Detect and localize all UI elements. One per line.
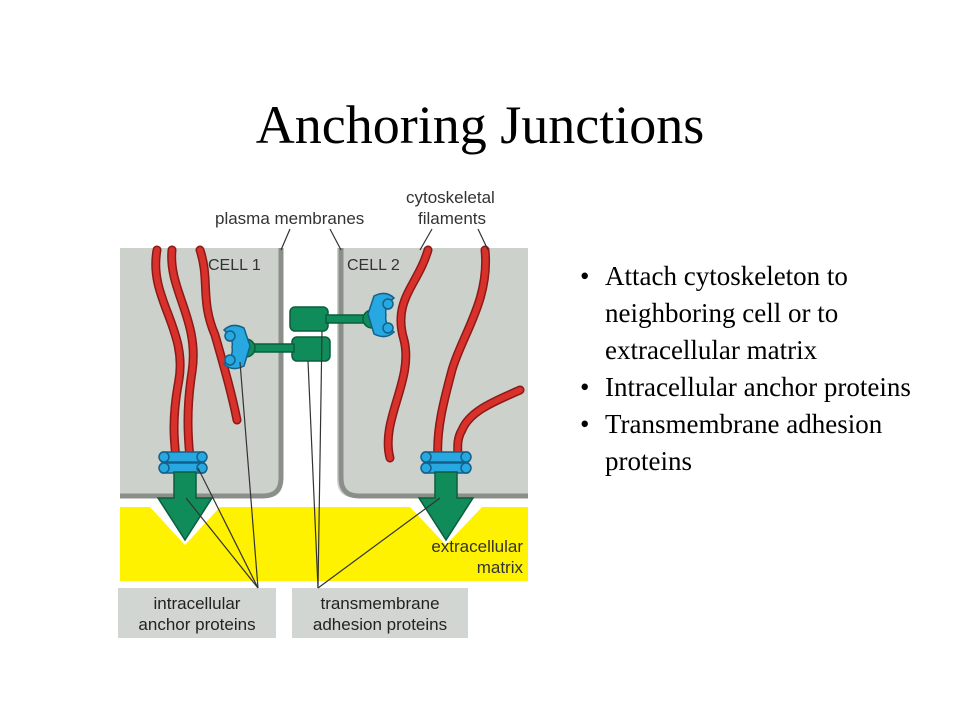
cytoskeletal-filaments-label-line1: cytoskeletal (406, 188, 495, 207)
filament-4 (385, 247, 431, 461)
anchor-proteins-label-box (118, 588, 276, 638)
adhesion-proteins-label-line2: adhesion proteins (313, 615, 447, 634)
bullet-item: Attach cytoskeleton to neighboring cell … (578, 258, 948, 369)
adhesion-protein-upper-body (289, 306, 329, 332)
slide-title: Anchoring Junctions (255, 95, 705, 155)
leader-lines (185, 228, 489, 589)
cytoskeletal-filaments (151, 245, 525, 463)
matrix-adhesion-arrow-right (417, 471, 475, 542)
extracellular-matrix-label-line1: extracellular (431, 537, 523, 556)
cell-1-label: CELL 1 (208, 257, 261, 274)
matrix-adhesion-arrow-left (156, 471, 214, 542)
anchor-proteins-matrix-left (158, 451, 208, 474)
bullet-item: Transmembrane adhesion proteins (578, 406, 948, 480)
anchor-proteins-cell-junction (222, 292, 396, 370)
cell-2-membrane (338, 248, 528, 499)
bullet-item: Intracellular anchor proteins (578, 369, 948, 406)
cell-1-membrane (120, 248, 284, 499)
adhesion-protein-lower-stalk (251, 343, 295, 353)
cell-1 (120, 248, 283, 498)
cytoskeletal-filaments-label-line2: filaments (418, 209, 486, 228)
filament-1 (152, 247, 184, 461)
anchor-proteins-label-line2: anchor proteins (138, 615, 255, 634)
adhesion-proteins-label-line1: transmembrane (320, 594, 439, 613)
anchor-proteins-matrix-right (420, 451, 472, 474)
adhesion-protein-lower-body (291, 336, 331, 362)
adhesion-protein-upper-stalk (325, 314, 369, 324)
filament-6 (454, 387, 523, 461)
filament-2 (168, 247, 197, 461)
filament-3 (197, 247, 240, 423)
bullet-list: Attach cytoskeleton to neighboring cell … (578, 258, 948, 480)
plasma-membranes-label: plasma membranes (215, 209, 364, 228)
anchor-proteins-label-line1: intracellular (154, 594, 241, 613)
filament-5 (434, 247, 489, 461)
cell-2-label: CELL 2 (347, 257, 400, 274)
adhesion-proteins-label-box (292, 588, 468, 638)
extracellular-matrix-label-line2: matrix (477, 558, 524, 577)
